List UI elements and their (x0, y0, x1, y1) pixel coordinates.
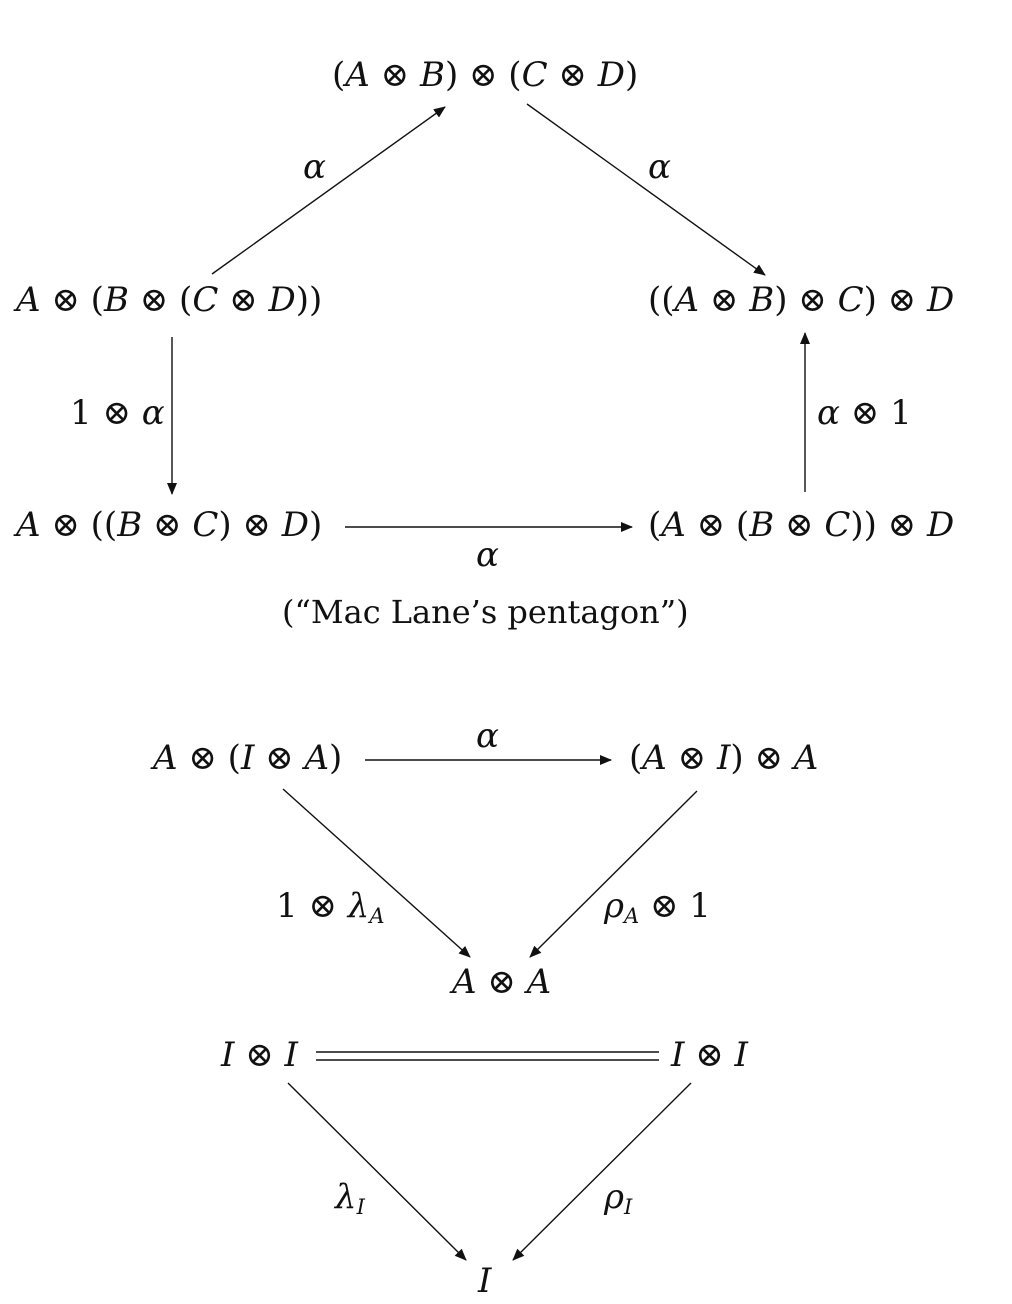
triangle-arrow-left-down (282, 788, 471, 958)
pentagon-node-right-lower: (A ⊗ (B ⊗ C)) ⊗ D (648, 505, 955, 545)
unit-node-right: I ⊗ I (671, 1035, 748, 1075)
pentagon-arrow-top-to-right (526, 103, 766, 276)
pentagon-label-right-up: α ⊗ 1 (817, 393, 912, 433)
triangle-label-left-down: 1 ⊗ λA (276, 886, 385, 928)
unit-arrow-right-down (512, 1082, 692, 1261)
unit-label-right-down: ρI (604, 1177, 633, 1219)
triangle-label-right-down: ρA ⊗ 1 (604, 886, 711, 928)
triangle-node-left: A ⊗ (I ⊗ A) (153, 738, 343, 778)
pentagon-label-top-to-right: α (648, 147, 671, 187)
triangle-arrow-right-down (529, 790, 698, 958)
pentagon-label-bottom: α (476, 535, 499, 575)
unit-node-bottom: I (478, 1261, 492, 1301)
pentagon-caption: (“Mac Lane’s pentagon”) (282, 593, 689, 631)
unit-label-left-down: λI (335, 1177, 365, 1219)
triangle-node-bottom: A ⊗ A (452, 962, 552, 1002)
pentagon-label-left-to-top: α (303, 147, 326, 187)
pentagon-node-left-upper: A ⊗ (B ⊗ (C ⊗ D)) (16, 280, 323, 320)
pentagon-node-right-upper: ((A ⊗ B) ⊗ C) ⊗ D (648, 280, 955, 320)
pentagon-node-top: (A ⊗ B) ⊗ (C ⊗ D) (332, 55, 639, 95)
triangle-node-right: (A ⊗ I) ⊗ A (629, 738, 819, 778)
pentagon-node-left-lower: A ⊗ ((B ⊗ C) ⊗ D) (16, 505, 323, 545)
unit-arrow-left-down (287, 1082, 467, 1261)
unit-node-left: I ⊗ I (221, 1035, 298, 1075)
triangle-label-top: α (476, 716, 499, 756)
pentagon-arrow-left-to-top (211, 106, 446, 275)
pentagon-label-left-down: 1 ⊗ α (70, 393, 165, 433)
